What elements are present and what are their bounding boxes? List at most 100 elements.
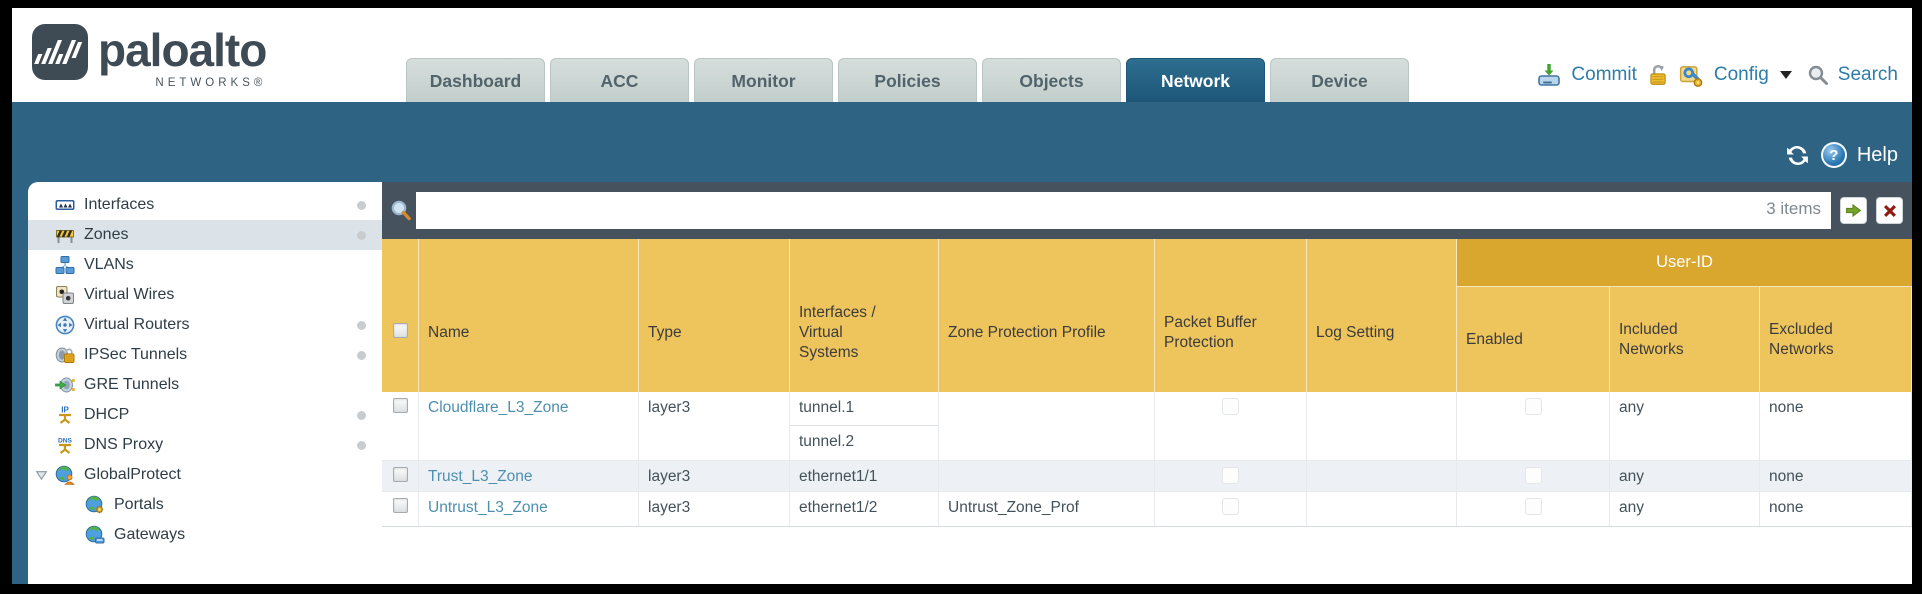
sidebar-item-label: Virtual Wires	[84, 286, 175, 303]
user-id-enabled-cell	[1457, 461, 1610, 491]
excluded-networks-cell: none	[1760, 461, 1912, 491]
network-sidebar: Interfaces Zones VLANs	[28, 182, 382, 584]
zone-protection-profile-cell	[939, 392, 1155, 460]
green-arrow-icon	[1846, 203, 1862, 218]
header-cell-included-networks[interactable]: Included Networks	[1610, 287, 1760, 392]
header-cell-log-setting[interactable]: Log Setting	[1307, 239, 1457, 392]
tab-acc[interactable]: ACC	[550, 58, 689, 102]
config-icon[interactable]	[1679, 62, 1705, 88]
zone-protection-profile-cell: Untrust_Zone_Prof	[939, 492, 1155, 526]
app-window: paloalto NETWORKS® Dashboard ACC Monitor…	[12, 8, 1912, 584]
included-networks-cell: any	[1610, 492, 1760, 526]
zone-name-link[interactable]: Trust_L3_Zone	[428, 468, 533, 485]
help-label[interactable]: Help	[1856, 143, 1898, 166]
zone-name-link[interactable]: Cloudflare_L3_Zone	[428, 399, 569, 416]
sidebar-item-label: DNS Proxy	[84, 436, 164, 453]
enabled-checkbox[interactable]	[1524, 398, 1542, 415]
globalprotect-icon	[55, 465, 75, 485]
row-checkbox[interactable]	[392, 398, 408, 413]
sidebar-item-dhcp[interactable]: IP DHCP	[28, 400, 382, 430]
excluded-networks-cell: none	[1760, 492, 1912, 526]
zone-interfaces-cell: ethernet1/1	[790, 461, 939, 491]
paloalto-logo-icon	[32, 24, 88, 80]
commit-button[interactable]: Commit	[1571, 64, 1637, 85]
interfaces-icon	[55, 200, 75, 210]
tab-monitor[interactable]: Monitor	[694, 58, 833, 102]
sidebar-item-portals[interactable]: Portals	[28, 490, 382, 520]
header-cell-packet-buffer-protection[interactable]: Packet Buffer Protection	[1155, 239, 1307, 392]
header-cell-enabled[interactable]: Enabled	[1457, 287, 1610, 392]
clear-filter-button[interactable]	[1876, 197, 1903, 224]
table-row-trust-l3-zone: Trust_L3_Zone layer3 ethernet1/1 any non…	[382, 461, 1912, 492]
included-networks-cell: any	[1610, 392, 1760, 460]
vlans-icon	[55, 256, 75, 274]
help-icon[interactable]: ?	[1820, 142, 1847, 168]
status-dot	[357, 440, 366, 450]
header-cell-zone-protection-profile[interactable]: Zone Protection Profile	[939, 239, 1155, 392]
interface-entry: tunnel.2	[799, 433, 855, 450]
row-checkbox[interactable]	[392, 498, 408, 513]
header-cell-excluded-networks[interactable]: Excluded Networks	[1760, 287, 1912, 392]
brand-subtitle: NETWORKS®	[155, 77, 267, 89]
interface-entry: tunnel.1	[790, 392, 938, 426]
filter-input[interactable]	[416, 192, 1831, 229]
packet-buffer-checkbox[interactable]	[1222, 467, 1239, 484]
search-icon[interactable]	[1807, 64, 1829, 86]
header-actions: Commit Config Search	[1536, 62, 1898, 88]
sidebar-item-label: GlobalProtect	[84, 466, 181, 483]
apply-filter-button[interactable]	[1840, 197, 1867, 224]
row-select-cell	[382, 461, 419, 491]
sidebar-item-label: Gateways	[114, 526, 186, 543]
content-area: Interfaces Zones VLANs	[12, 182, 1912, 584]
sidebar-item-label: Interfaces	[84, 196, 155, 213]
commit-icon[interactable]	[1536, 62, 1562, 88]
config-button[interactable]: Config	[1713, 64, 1769, 85]
config-dropdown-caret-icon[interactable]	[1779, 71, 1792, 79]
sidebar-item-globalprotect[interactable]: GlobalProtect	[28, 460, 382, 490]
search-button[interactable]: Search	[1837, 64, 1898, 85]
brand-logo: paloalto NETWORKS®	[32, 24, 267, 89]
sidebar-item-label: Portals	[114, 496, 164, 513]
zone-name-link[interactable]: Untrust_L3_Zone	[428, 499, 548, 516]
tab-network[interactable]: Network	[1126, 58, 1265, 102]
filter-search-icon[interactable]	[389, 199, 413, 223]
table-filter-bar: 3 items	[382, 182, 1912, 239]
items-count-label: 3 items	[1766, 199, 1821, 218]
header-cell-type[interactable]: Type	[639, 239, 790, 392]
zone-type-cell: layer3	[639, 392, 790, 460]
sidebar-item-label: DHCP	[84, 406, 130, 423]
tab-device[interactable]: Device	[1270, 58, 1409, 102]
dns-proxy-icon: DNS	[58, 438, 73, 454]
expand-caret-icon[interactable]	[35, 469, 48, 482]
status-dot	[357, 230, 366, 240]
header-cell-name[interactable]: Name	[419, 239, 639, 392]
packet-buffer-checkbox[interactable]	[1222, 498, 1239, 515]
sidebar-item-virtual-routers[interactable]: Virtual Routers	[28, 310, 382, 340]
sidebar-item-virtual-wires[interactable]: Virtual Wires	[28, 280, 382, 310]
status-dot	[357, 320, 366, 330]
select-all-checkbox[interactable]	[392, 323, 408, 338]
table-empty-area	[382, 527, 1912, 584]
sidebar-item-interfaces[interactable]: Interfaces	[28, 190, 382, 220]
sidebar-item-gateways[interactable]: Gateways	[28, 520, 382, 550]
row-checkbox[interactable]	[392, 467, 408, 482]
enabled-checkbox[interactable]	[1524, 467, 1542, 484]
svg-text:IP: IP	[61, 406, 69, 415]
tab-policies[interactable]: Policies	[838, 58, 977, 102]
sidebar-item-ipsec-tunnels[interactable]: IPSec Tunnels	[28, 340, 382, 370]
tab-objects[interactable]: Objects	[982, 58, 1121, 102]
sidebar-item-zones[interactable]: Zones	[28, 220, 382, 250]
top-header: paloalto NETWORKS® Dashboard ACC Monitor…	[12, 8, 1912, 102]
sidebar-item-gre-tunnels[interactable]: GRE Tunnels	[28, 370, 382, 400]
lock-icon[interactable]	[1646, 63, 1670, 87]
teal-toolbar: ? Help	[12, 102, 1912, 182]
packet-buffer-checkbox[interactable]	[1222, 398, 1239, 415]
enabled-checkbox[interactable]	[1524, 498, 1542, 515]
sidebar-item-vlans[interactable]: VLANs	[28, 250, 382, 280]
included-networks-cell: any	[1610, 461, 1760, 491]
header-cell-interfaces[interactable]: Interfaces / Virtual Systems	[790, 239, 939, 392]
sidebar-item-dns-proxy[interactable]: DNS DNS Proxy	[28, 430, 382, 460]
red-x-icon	[1883, 204, 1896, 217]
refresh-icon[interactable]	[1784, 142, 1811, 169]
tab-dashboard[interactable]: Dashboard	[406, 58, 545, 102]
